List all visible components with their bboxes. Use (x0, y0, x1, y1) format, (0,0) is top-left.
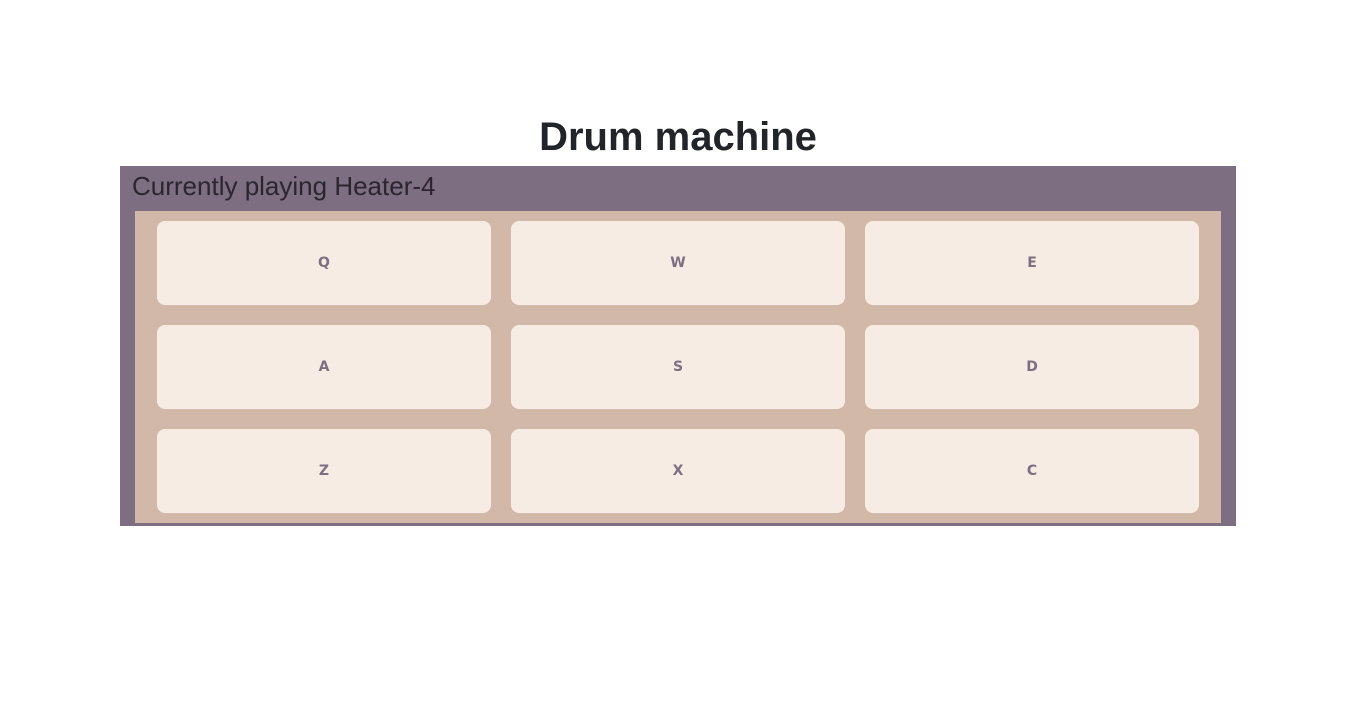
drum-pad-q[interactable]: Q (157, 221, 491, 305)
drum-pad-a[interactable]: A (157, 325, 491, 409)
drum-pad-d[interactable]: D (865, 325, 1199, 409)
page-title: Drum machine (539, 115, 817, 159)
pad-bank: Q W E A S D Z X C (135, 211, 1221, 523)
drum-pad-z[interactable]: Z (157, 429, 491, 513)
now-playing-display: Currently playing Heater-4 (132, 171, 436, 201)
drum-pad-x[interactable]: X (511, 429, 845, 513)
drum-pad-w[interactable]: W (511, 221, 845, 305)
drum-machine: Currently playing Heater-4 Q W E A S D Z… (120, 166, 1236, 526)
drum-pad-e[interactable]: E (865, 221, 1199, 305)
drum-pad-c[interactable]: C (865, 429, 1199, 513)
drum-pad-s[interactable]: S (511, 325, 845, 409)
